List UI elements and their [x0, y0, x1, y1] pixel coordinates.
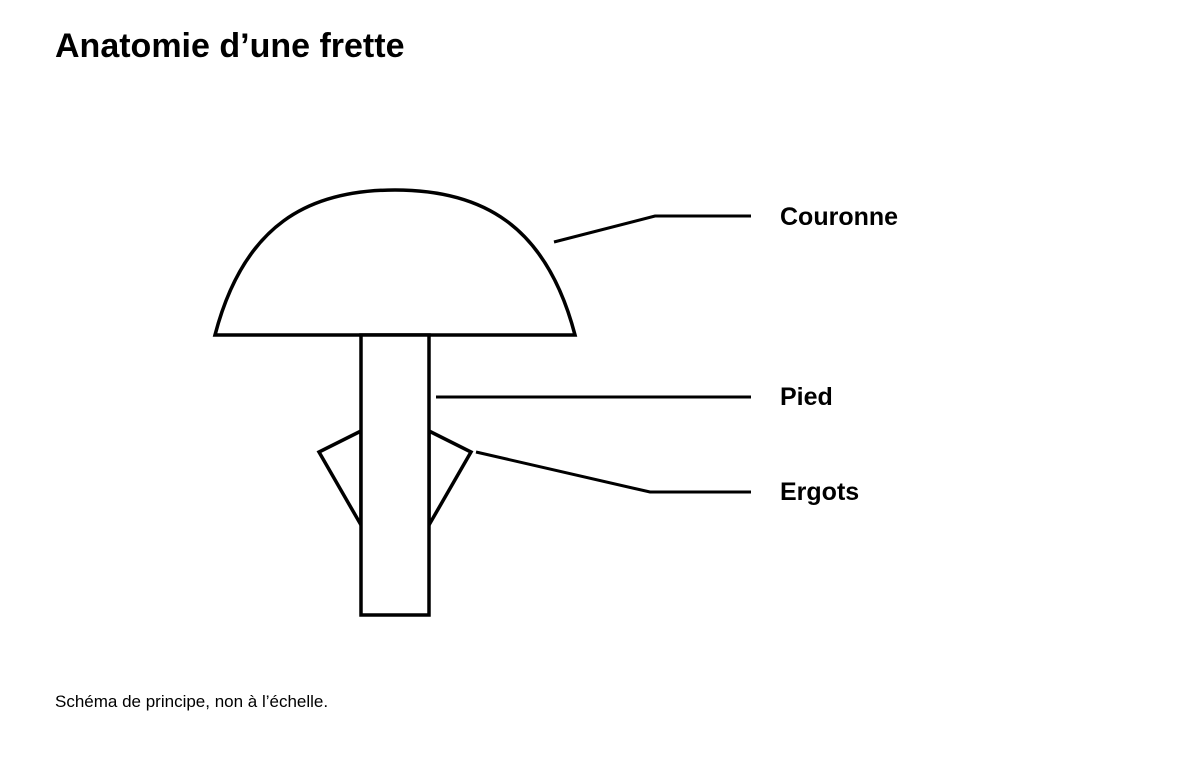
fret-barb-left-shape: [316, 428, 363, 532]
page-title: Anatomie d’une frette: [55, 27, 405, 65]
fret-barb-right-shape: [427, 428, 474, 532]
crown-leader-line: [553, 214, 751, 244]
label-crown: Couronne: [780, 203, 898, 231]
barbs-leader-line: [475, 450, 751, 494]
label-tang: Pied: [780, 383, 833, 411]
caption-note: Schéma de principe, non à l’échelle.: [55, 692, 329, 711]
fret-crown-shape: [212, 188, 578, 337]
fret-tang-shape: [359, 333, 431, 617]
label-barbs: Ergots: [780, 478, 859, 506]
